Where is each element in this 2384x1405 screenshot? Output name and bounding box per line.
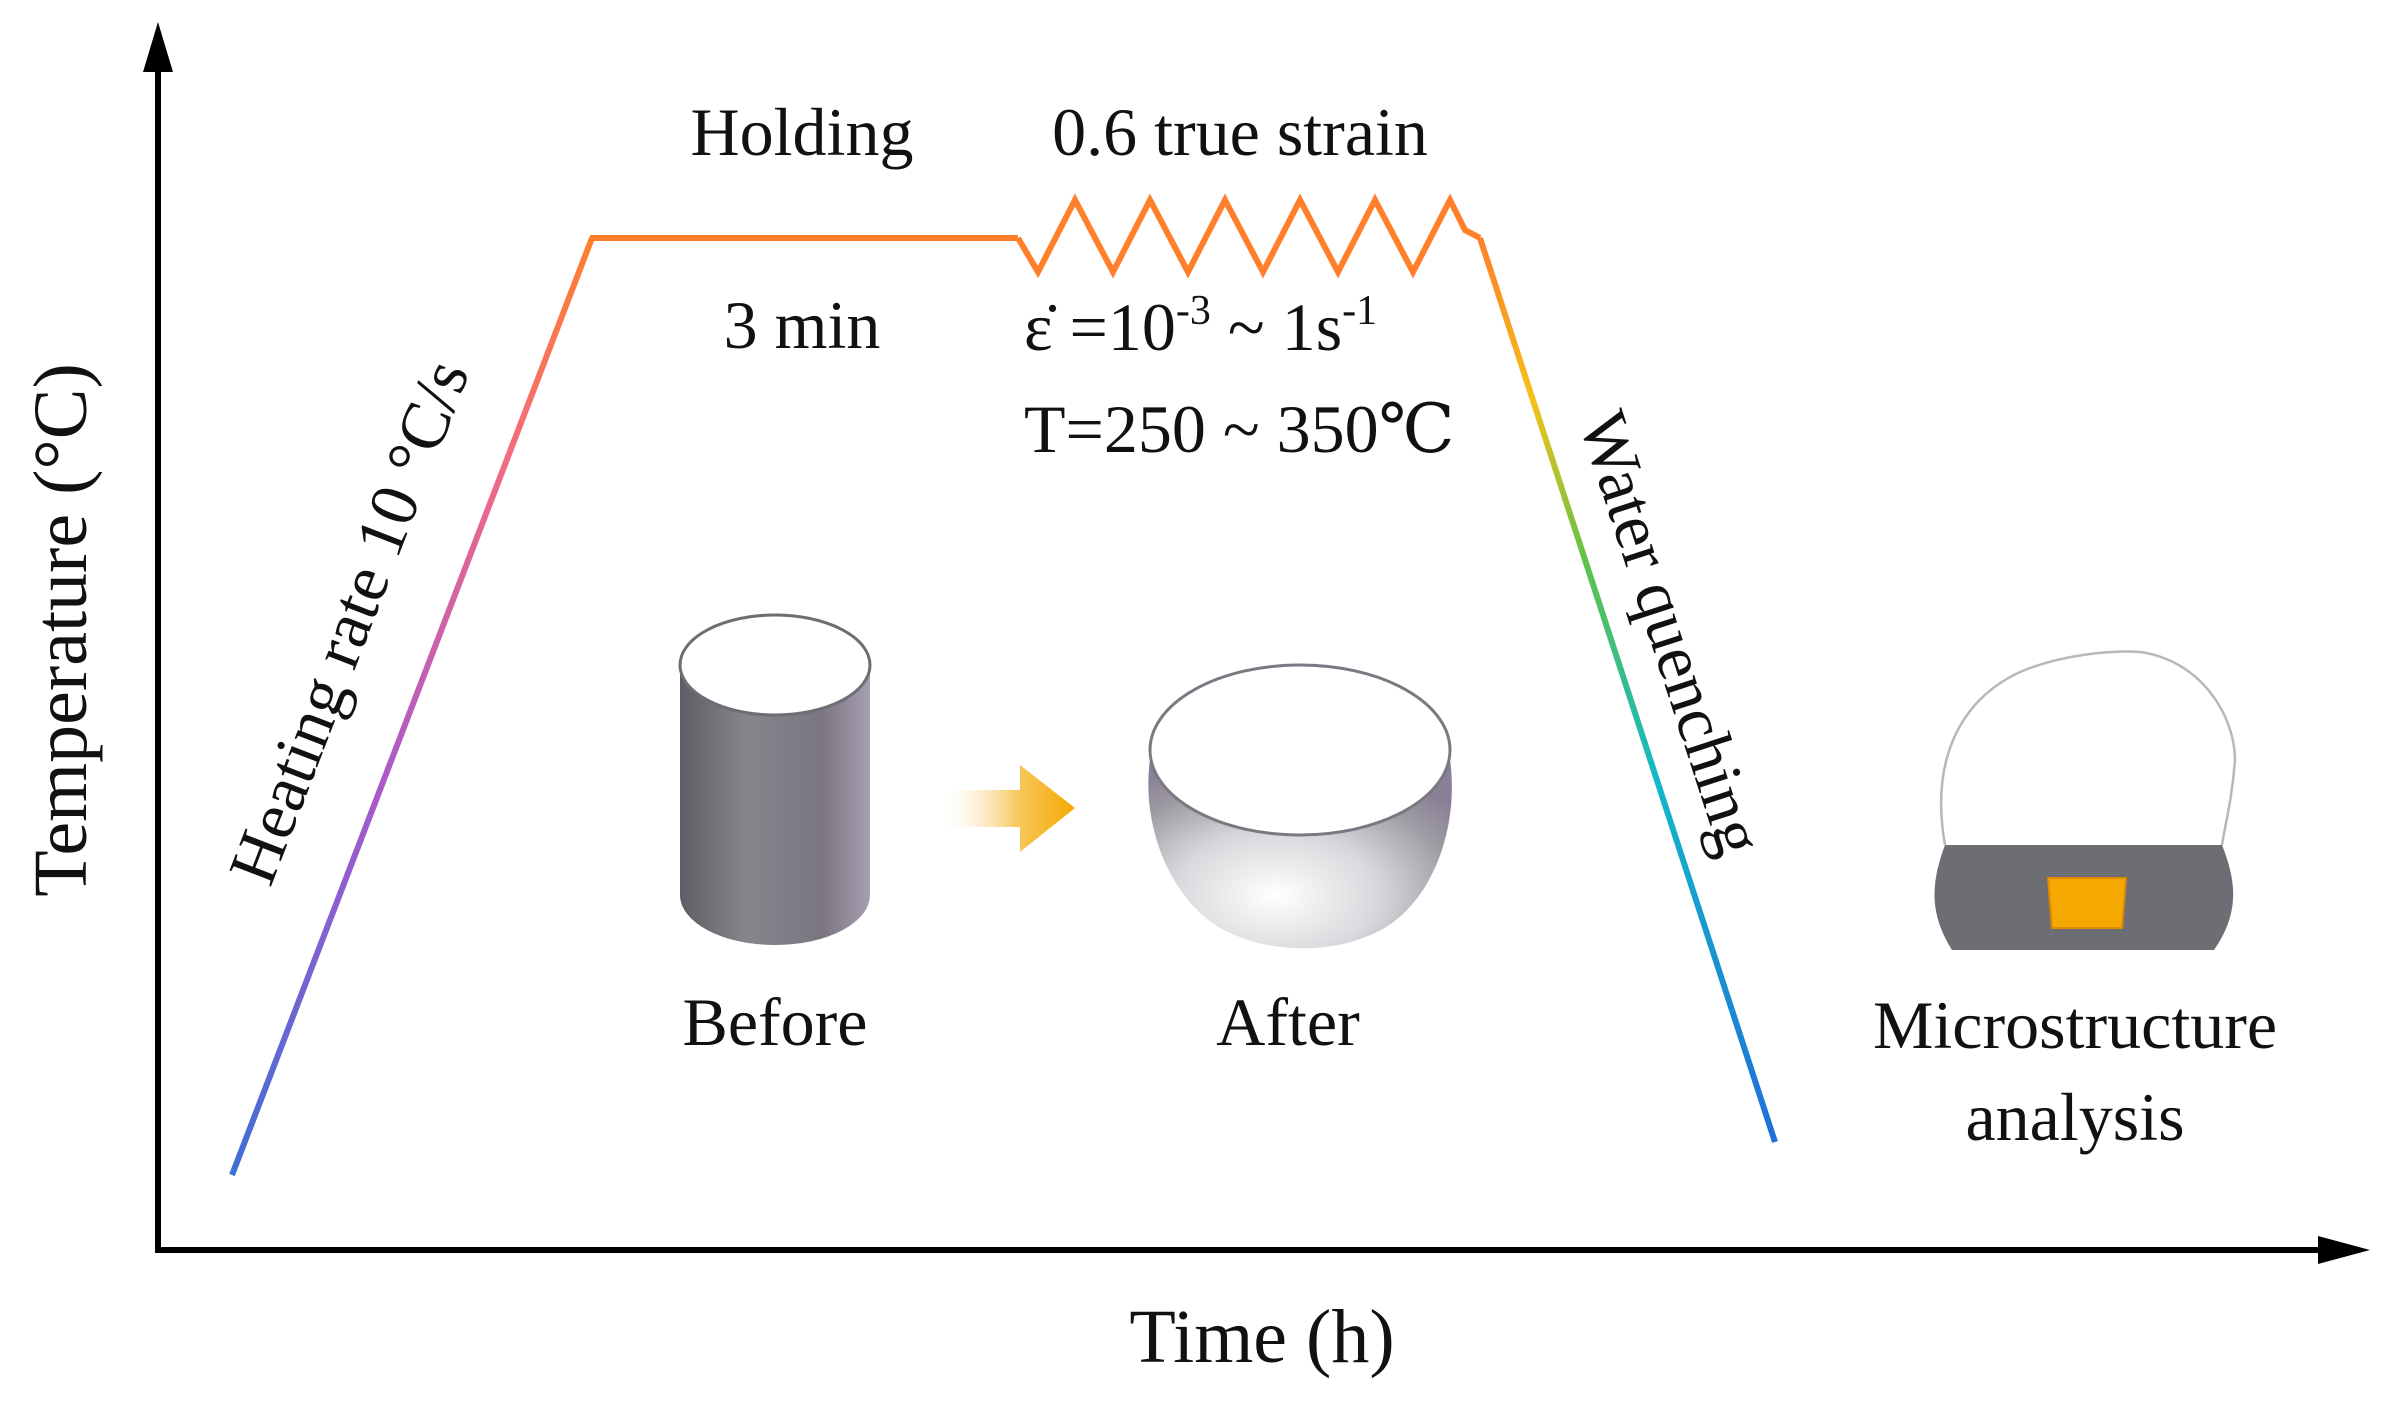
cylinder-top	[678, 613, 872, 717]
deformation-title: 0.6 true strain	[1052, 94, 1428, 170]
deformation-zigzag	[1015, 193, 1482, 279]
holding-title: Holding	[691, 94, 914, 170]
transform-arrow-icon	[945, 765, 1075, 852]
y-axis-arrowhead	[143, 22, 173, 72]
analysis-label-line2: analysis	[1965, 1079, 2184, 1155]
cylinder-body	[680, 665, 870, 945]
section-outline	[1940, 650, 2237, 846]
before-specimen	[678, 613, 872, 945]
temperature-range-label: T=250 ~ 350℃	[1024, 391, 1455, 467]
strain-rate-mid: ~ 1s	[1211, 289, 1342, 365]
after-label: After	[1216, 984, 1360, 1060]
strain-rate-base: ε̇ =10	[1024, 289, 1176, 365]
analysis-region	[2046, 877, 2128, 929]
x-axis-label: Time (h)	[1129, 1295, 1394, 1379]
y-axis-label: Temperature (°C)	[19, 363, 103, 897]
strain-rate-exp1: -3	[1176, 288, 1211, 334]
analysis-label-line1: Microstructure	[1873, 987, 2277, 1063]
strain-rate-label: ε̇ =10-3 ~ 1s-1	[1024, 288, 1377, 365]
temperature-profile	[229, 193, 1778, 1177]
strain-rate-exp2: -1	[1342, 288, 1377, 334]
water-quenching-label: Water quenching	[1565, 402, 1780, 864]
barrel-top	[1148, 663, 1452, 837]
axes	[143, 22, 2370, 1264]
quenching-ramp	[1477, 237, 1778, 1143]
sectioned-specimen	[1934, 650, 2237, 950]
after-specimen	[1148, 663, 1452, 949]
holding-time: 3 min	[724, 287, 881, 363]
before-label: Before	[682, 984, 867, 1060]
x-axis-arrowhead	[2318, 1236, 2370, 1264]
heating-ramp	[229, 236, 595, 1177]
